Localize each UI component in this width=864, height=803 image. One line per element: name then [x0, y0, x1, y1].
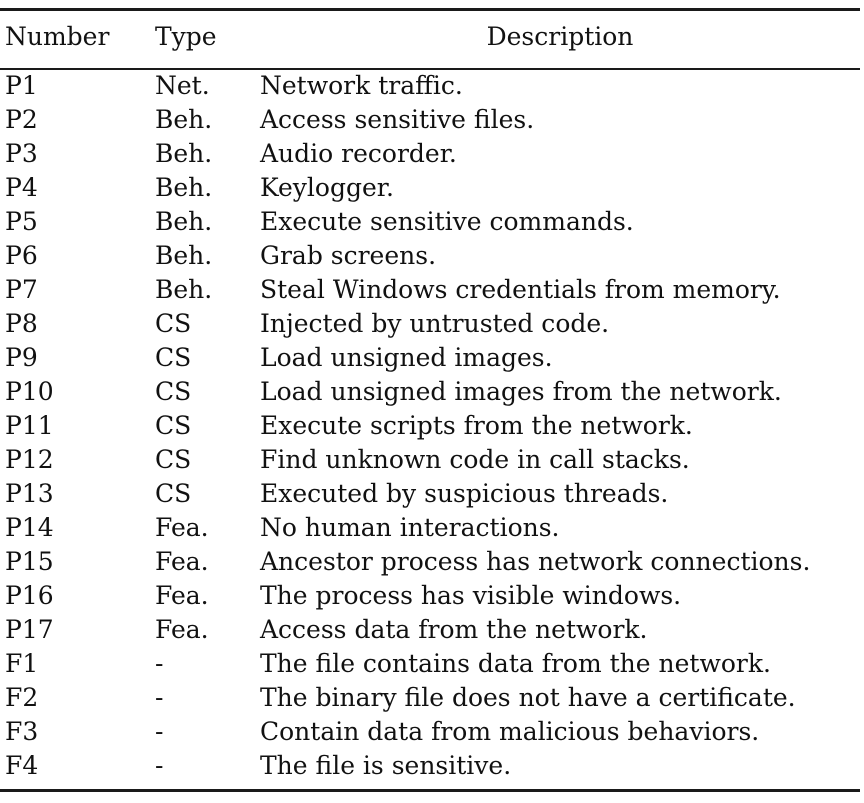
cell-type: -	[155, 751, 164, 780]
cell-description: Execute scripts from the network.	[260, 411, 693, 440]
cell-description: Injected by untrusted code.	[260, 309, 610, 338]
cell-number: P13	[5, 479, 54, 508]
cell-description: The binary file does not have a certific…	[260, 683, 796, 712]
header-number: Number	[5, 22, 110, 51]
cell-description: Find unknown code in call stacks.	[260, 445, 690, 474]
cell-description: Access data from the network.	[260, 615, 648, 644]
cell-description: Grab screens.	[260, 241, 437, 270]
header-description: Description	[260, 20, 860, 54]
cell-description: Audio recorder.	[260, 139, 457, 168]
cell-description: The file is sensitive.	[260, 751, 512, 780]
cell-number: P2	[5, 105, 38, 134]
cell-type: -	[155, 683, 164, 712]
cell-type: Fea.	[155, 581, 209, 610]
cell-type: CS	[155, 445, 192, 474]
cell-type: CS	[155, 343, 192, 372]
cell-number: P16	[5, 581, 54, 610]
cell-number: P11	[5, 411, 54, 440]
cell-number: F3	[5, 717, 39, 746]
cell-description: Executed by suspicious threads.	[260, 479, 669, 508]
cell-number: P4	[5, 173, 38, 202]
cell-number: P12	[5, 445, 54, 474]
cell-description: Access sensitive files.	[260, 105, 535, 134]
cell-type: Beh.	[155, 275, 213, 304]
cell-type: Net.	[155, 71, 210, 100]
cell-number: F2	[5, 683, 39, 712]
cell-number: P3	[5, 139, 38, 168]
cell-number: P8	[5, 309, 38, 338]
cell-type: CS	[155, 411, 192, 440]
cell-type: Beh.	[155, 139, 213, 168]
cell-type: -	[155, 717, 164, 746]
cell-number: P6	[5, 241, 38, 270]
top-rule	[0, 8, 860, 11]
cell-description: No human interactions.	[260, 513, 560, 542]
cell-number: P15	[5, 547, 54, 576]
cell-type: CS	[155, 309, 192, 338]
cell-number: P14	[5, 513, 54, 542]
cell-type: Fea.	[155, 615, 209, 644]
cell-description: Execute sensitive commands.	[260, 207, 634, 236]
cell-type: Fea.	[155, 513, 209, 542]
cell-number: P9	[5, 343, 38, 372]
bottom-rule	[0, 789, 860, 792]
cell-description: The file contains data from the network.	[260, 649, 771, 678]
cell-number: P7	[5, 275, 38, 304]
cell-description: The process has visible windows.	[260, 581, 682, 610]
cell-type: Beh.	[155, 241, 213, 270]
cell-type: -	[155, 649, 164, 678]
cell-description: Network traffic.	[260, 71, 463, 100]
cell-number: P17	[5, 615, 54, 644]
cell-type: Beh.	[155, 105, 213, 134]
cell-description: Ancestor process has network connections…	[260, 547, 811, 576]
cell-type: Beh.	[155, 207, 213, 236]
cell-number: P10	[5, 377, 54, 406]
cell-number: F1	[5, 649, 39, 678]
cell-type: Fea.	[155, 547, 209, 576]
cell-type: CS	[155, 377, 192, 406]
header-type: Type	[155, 22, 217, 51]
cell-type: CS	[155, 479, 192, 508]
cell-number: P1	[5, 71, 38, 100]
cell-description: Load unsigned images from the network.	[260, 377, 782, 406]
cell-description: Load unsigned images.	[260, 343, 553, 372]
cell-description: Keylogger.	[260, 173, 394, 202]
cell-number: P5	[5, 207, 38, 236]
cell-number: F4	[5, 751, 39, 780]
cell-description: Contain data from malicious behaviors.	[260, 717, 760, 746]
cell-description: Steal Windows credentials from memory.	[260, 275, 781, 304]
cell-type: Beh.	[155, 173, 213, 202]
header-rule	[0, 68, 860, 70]
header-description-label: Description	[486, 22, 634, 51]
